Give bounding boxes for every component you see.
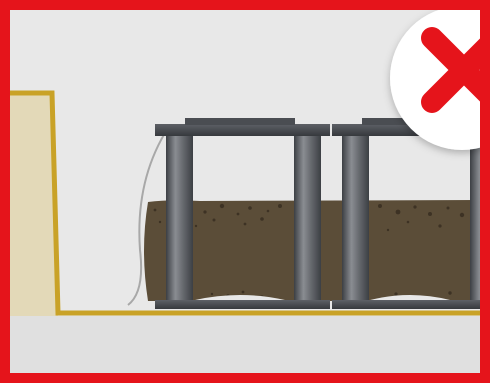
support-post — [342, 136, 369, 300]
ground-area — [10, 316, 480, 373]
edge-wall — [10, 90, 480, 316]
cross-mark-icon — [421, 27, 480, 113]
membrane-edge — [127, 127, 169, 306]
support-post — [294, 136, 321, 300]
base-plates — [155, 295, 480, 309]
status-badge — [390, 10, 480, 150]
support-post — [470, 136, 480, 300]
support-posts — [166, 136, 480, 300]
support-post — [166, 136, 193, 300]
